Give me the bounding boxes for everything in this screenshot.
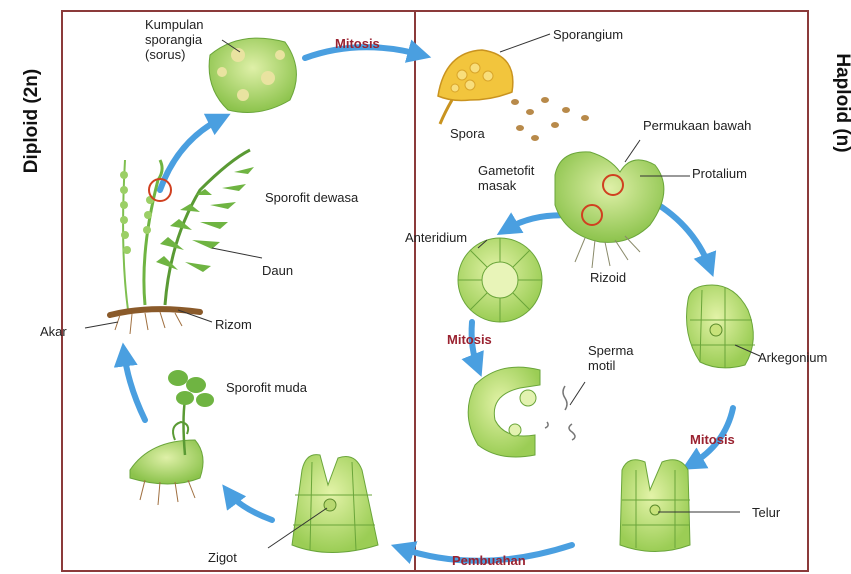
label-zigot: Zigot (208, 550, 237, 565)
arrow-zygote-to-young-sporophyte (228, 492, 272, 520)
label-anteridium: Anteridium (405, 230, 467, 245)
label-sporangium: Sporangium (553, 27, 623, 42)
label-sporangia: sporangia (145, 32, 202, 47)
diploid-side-label: Diploid (2n) (21, 61, 43, 181)
haploid-side-label: Haploid (n) (831, 43, 851, 163)
label-mitosis-right: Mitosis (690, 432, 735, 447)
label-mitosis-top: Mitosis (335, 36, 380, 51)
label-pembuahan: Pembuahan (452, 553, 526, 568)
label-telur: Telur (752, 505, 780, 520)
label-rizom: Rizom (215, 317, 252, 332)
label-rizoid: Rizoid (590, 270, 626, 285)
arrow-young-to-mature-sporophyte (124, 352, 145, 420)
label-daun: Daun (262, 263, 293, 278)
label-sporofit-dewasa: Sporofit dewasa (265, 190, 358, 205)
zygote-archegonium-illustration (292, 455, 378, 553)
label-arkegonium: Arkegonium (758, 350, 827, 365)
label-masak: masak (478, 178, 516, 193)
label-spora: Spora (450, 126, 485, 141)
label-sorus: (sorus) (145, 47, 185, 62)
label-mitosis-left: Mitosis (447, 332, 492, 347)
archegonium-illustration (687, 285, 756, 368)
label-sporofit-muda: Sporofit muda (226, 380, 307, 395)
young-sporophyte-illustration (130, 370, 214, 505)
sperm-release-illustration (468, 367, 575, 457)
label-akar: Akar (40, 324, 67, 339)
egg-archegonium-illustration (620, 460, 690, 552)
label-kumpulan: Kumpulan (145, 17, 204, 32)
mature-sporophyte-illustration (110, 150, 254, 334)
sorus-leaflet-illustration (209, 38, 296, 112)
gametophyte-illustration (555, 152, 664, 268)
antheridium-illustration (458, 238, 542, 322)
label-motil: motil (588, 358, 615, 373)
label-gametofit: Gametofit (478, 163, 534, 178)
label-sperma: Sperma (588, 343, 634, 358)
label-permukaan-bawah: Permukaan bawah (643, 118, 751, 133)
label-protalium: Protalium (692, 166, 747, 181)
